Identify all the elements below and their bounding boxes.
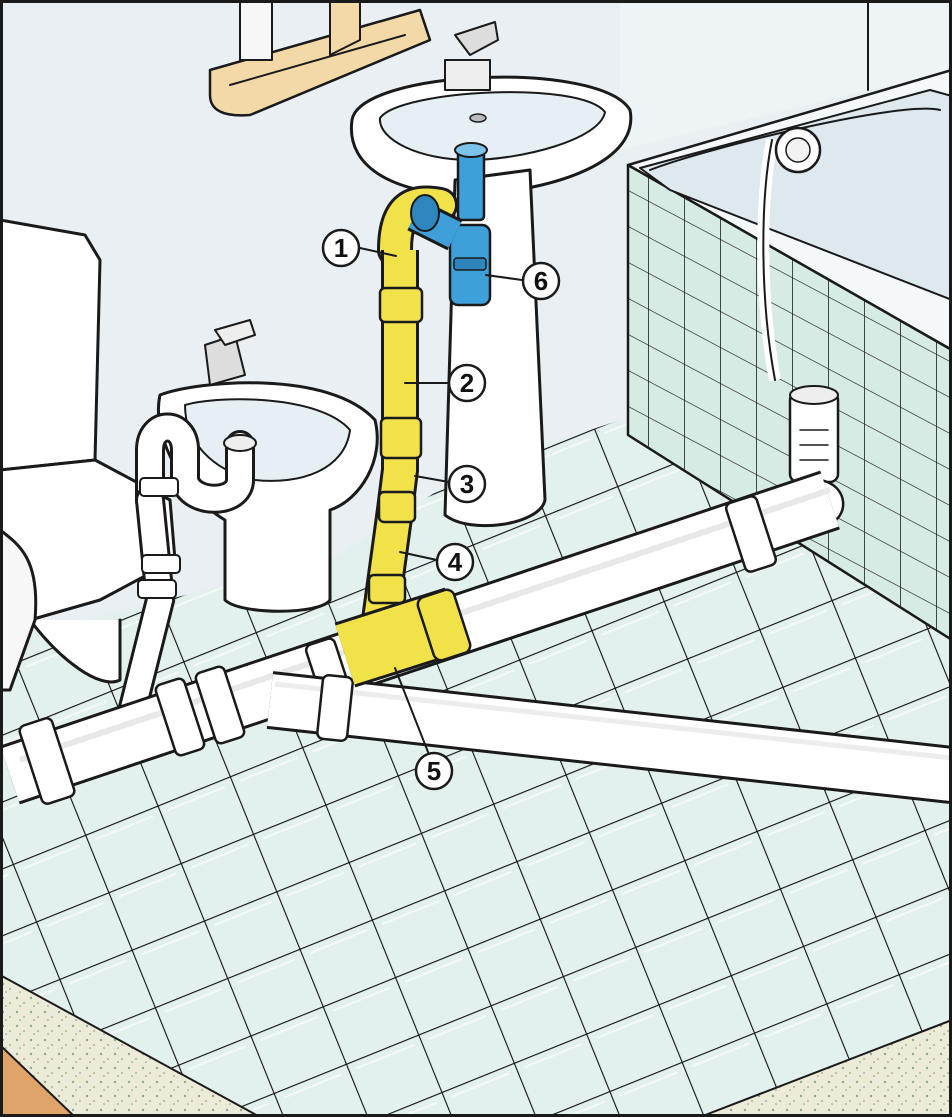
svg-text:5: 5 [427,756,441,786]
callout-4: 4 [437,544,473,580]
callout-2: 2 [449,365,485,401]
svg-text:3: 3 [460,469,474,499]
svg-text:2: 2 [460,368,474,398]
callout-6: 6 [523,263,559,299]
callout-5: 5 [416,753,452,789]
svg-text:4: 4 [448,547,463,577]
callout-3: 3 [449,466,485,502]
callout-1: 1 [323,230,359,266]
svg-text:6: 6 [534,266,548,296]
svg-text:1: 1 [334,233,348,263]
